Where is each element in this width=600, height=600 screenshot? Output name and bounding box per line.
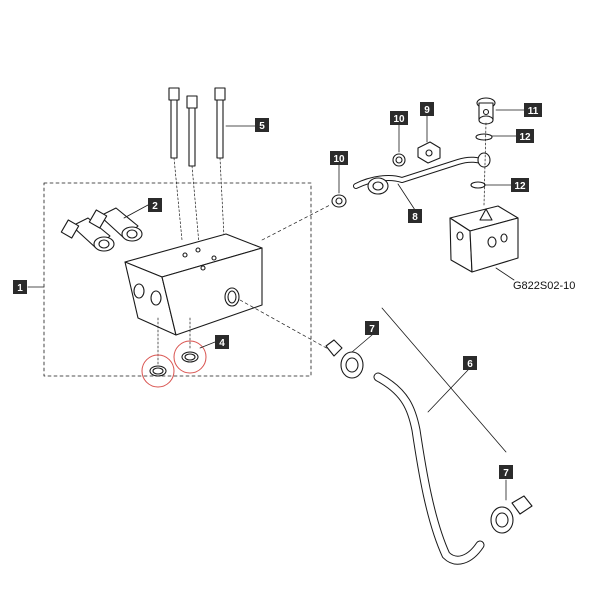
bolt-2 [186,95,198,167]
bolt-axis-1 [173,157,183,241]
svg-text:11: 11 [528,106,539,117]
svg-text:6: 6 [467,359,473,370]
callout-1: 1 [13,280,27,294]
callout-leader-8 [397,183,416,211]
svg-text:7: 7 [503,468,509,479]
bolt-set [168,87,256,245]
cap-axis-line [483,122,487,206]
port-axis-line [239,299,331,351]
bolt-axis-3 [219,157,225,238]
bolt-1 [168,87,180,159]
svg-text:10: 10 [393,114,405,125]
seal-ring-b [470,181,486,189]
pilot-axis-line [261,204,331,241]
callout-leader-2 [123,204,149,219]
svg-text:4: 4 [219,338,225,349]
o-ring-2 [181,351,199,363]
reference-valve-block [449,205,519,273]
assembly-boundary [43,182,312,377]
callout-6: 6 [463,356,477,370]
callout-8: 8 [408,209,422,223]
fitting-upper [325,339,364,379]
svg-text:5: 5 [259,121,265,132]
svg-text:1: 1 [17,283,23,294]
solenoid-cartridge-2 [88,207,143,242]
svg-text:7: 7 [369,324,375,335]
callout-7b: 7 [499,465,513,479]
bolt-3 [214,87,226,159]
highlight-circle-1 [141,354,175,388]
highlight-circle-2 [173,340,207,374]
callout-7a: 7 [365,321,379,335]
valve-block [124,233,263,336]
callout-2: 2 [148,198,162,212]
pilot-tube [353,152,491,195]
callout-10a: 10 [330,151,348,165]
callout-12b: 12 [511,178,529,192]
callout-12a: 12 [516,129,534,143]
callout-5: 5 [255,118,269,132]
callout-4: 4 [215,335,229,349]
bolt-axis-2 [191,165,200,245]
banjo-bolt [417,141,441,164]
sealing-washer-a [331,194,347,208]
seal-ring-a [475,133,493,141]
sealing-washer-b [392,153,406,167]
svg-text:12: 12 [519,132,531,143]
callout-10b: 10 [390,111,408,125]
svg-text:10: 10 [333,154,345,165]
svg-text:12: 12 [514,181,526,192]
callout-11: 11 [524,103,542,117]
callout-leader-6 [427,369,469,413]
svg-text:2: 2 [152,201,158,212]
cap-fitting [476,97,496,125]
callout-9: 9 [420,102,434,116]
solenoid-cartridge-1 [60,217,115,252]
o-ring-1 [149,365,167,377]
callout-leader-7a-hose [381,307,507,453]
callout-leader-code [495,267,515,281]
svg-text:8: 8 [412,212,418,223]
svg-text:9: 9 [424,105,430,116]
drawing-code: G822S02-10 [513,280,575,292]
hose-core [374,373,484,564]
fitting-lower [490,495,533,534]
callout-leader-4 [199,341,216,349]
callout-leader-7a [351,334,373,353]
